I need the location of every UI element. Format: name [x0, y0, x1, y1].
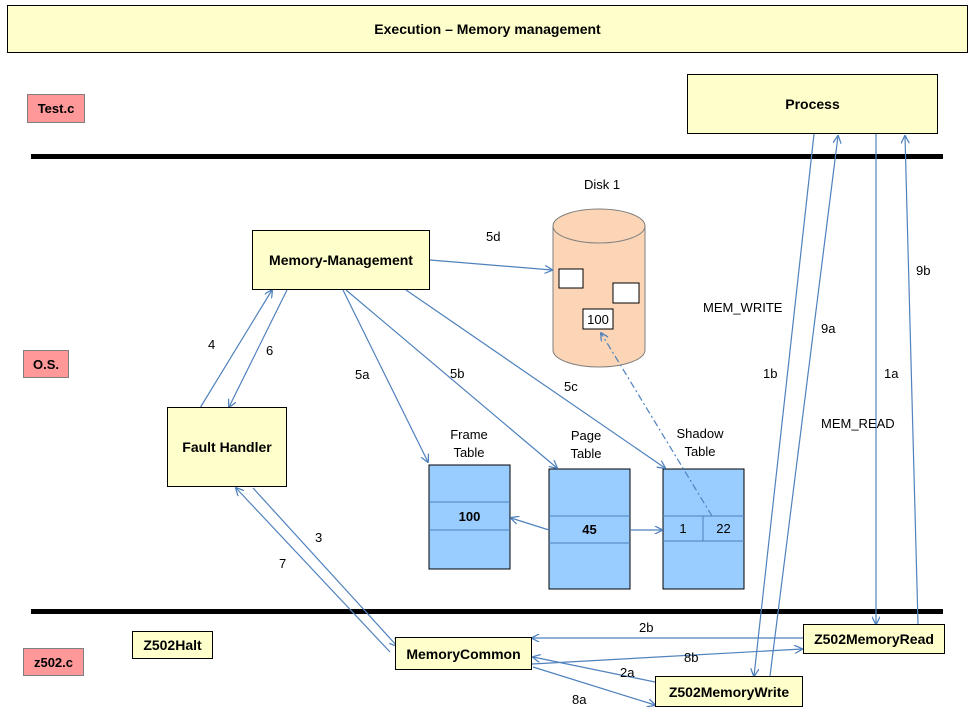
separator-bottom	[31, 609, 943, 614]
title-text: Execution – Memory management	[374, 21, 601, 37]
edge-label-5b: 5b	[450, 366, 465, 381]
process-box[interactable]: Process	[687, 74, 938, 134]
memory-management-box[interactable]: Memory-Management	[252, 230, 430, 290]
fault-handler-box[interactable]: Fault Handler	[167, 407, 287, 487]
disk-slot-value	[582, 308, 614, 330]
edge-label-7: 7	[279, 556, 287, 571]
disk-cylinder	[552, 208, 646, 368]
arrow-4	[199, 290, 272, 409]
arrow-2a	[533, 657, 656, 683]
arrow-8a	[532, 666, 655, 705]
edge-label-1b: 1b	[763, 366, 778, 381]
disk-slot-2	[612, 282, 640, 304]
edge-label-6: 6	[266, 343, 274, 358]
disk-value: 100	[587, 311, 609, 327]
arrow-7	[236, 488, 391, 653]
arrow-8b	[531, 649, 802, 665]
edge-label-mem-read: MEM_READ	[821, 416, 895, 431]
z502-memory-read-box[interactable]: Z502MemoryRead	[803, 624, 945, 654]
arrow-5b	[345, 289, 557, 468]
page-table-title: Page Table	[570, 428, 602, 461]
shadow-table-left-value: 1	[679, 521, 687, 536]
edge-label-3: 3	[315, 530, 323, 545]
edge-label-2b: 2b	[639, 620, 654, 635]
arrow-1b	[754, 133, 815, 676]
arrow-6	[229, 289, 288, 407]
edge-label-8a: 8a	[572, 692, 587, 707]
edge-label-5d: 5d	[486, 229, 501, 244]
edge-label-1a: 1a	[884, 366, 899, 381]
edge-label-9a: 9a	[821, 321, 836, 336]
arrow-5d	[429, 259, 552, 270]
arrow-5c	[405, 289, 665, 468]
arrow-5a	[342, 289, 428, 462]
layer-tag-z502: z502.c	[23, 648, 84, 676]
shadow-table-right-value: 22	[716, 521, 731, 536]
page-table	[548, 468, 631, 590]
title-banner: Execution – Memory management	[7, 5, 968, 53]
arrow-page-to-frame	[511, 518, 550, 531]
memory-common-box[interactable]: MemoryCommon	[395, 637, 532, 670]
z502-halt-box[interactable]: Z502Halt	[132, 631, 213, 659]
shadow-table-title: Shadow Table	[676, 426, 724, 459]
arrow-9b	[905, 136, 919, 625]
disk-label: Disk 1	[584, 177, 621, 192]
edge-label-mem-write: MEM_WRITE	[703, 300, 783, 315]
edge-label-9b: 9b	[916, 263, 931, 278]
shadow-table	[662, 468, 745, 590]
frame-table-value: 100	[458, 508, 481, 524]
edge-label-2a: 2a	[620, 665, 635, 680]
arrow-shadow-to-disk	[601, 333, 713, 517]
disk-slot-1	[558, 268, 584, 289]
edge-label-5c: 5c	[564, 379, 578, 394]
separator-top	[31, 154, 943, 159]
edge-label-4: 4	[208, 337, 216, 352]
frame-table-title: Frame Table	[450, 427, 488, 460]
frame-table	[428, 464, 511, 570]
page-table-value: 45	[582, 522, 597, 537]
layer-tag-test: Test.c	[27, 94, 85, 123]
z502-memory-write-box[interactable]: Z502MemoryWrite	[655, 676, 803, 707]
arrow-3	[252, 487, 397, 646]
edge-label-5a: 5a	[355, 367, 370, 382]
layer-tag-os: O.S.	[23, 350, 69, 378]
arrow-9a	[769, 136, 838, 677]
edge-label-8b: 8b	[684, 650, 699, 665]
